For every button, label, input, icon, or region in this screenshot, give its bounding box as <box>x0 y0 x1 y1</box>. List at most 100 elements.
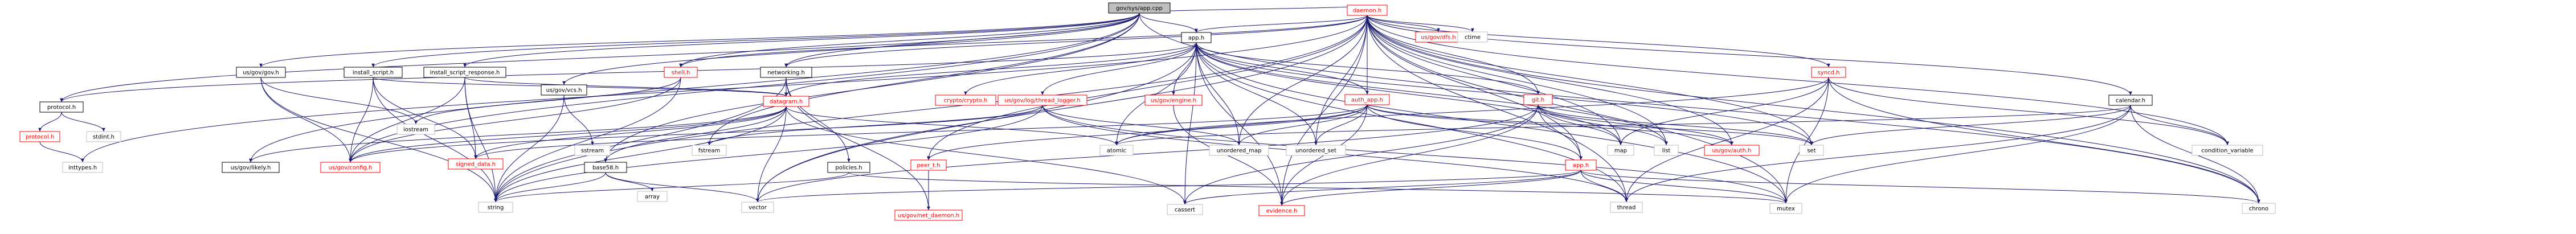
edge-daemon-to-shell <box>679 15 1368 68</box>
edge-auth_app-to-set <box>1367 104 1813 146</box>
node-datagram[interactable]: datagram.h <box>763 96 809 107</box>
node-install-script-resp[interactable]: install_script_response.h <box>423 67 506 78</box>
node-label: inttypes.h <box>68 165 97 171</box>
node-atomic: atomic <box>1099 145 1134 156</box>
edge-datagram-to-base58 <box>604 106 787 163</box>
edge-usgov-to-string <box>260 77 497 203</box>
node-label: auth_app.h <box>1351 97 1383 104</box>
edge-app2-to-vector <box>756 170 1581 203</box>
edge-daemon-to-ctime <box>1367 15 1474 32</box>
edge-app_h-to-datagram <box>784 42 1197 97</box>
edge-app2-to-evidence <box>1280 170 1581 206</box>
node-install-script[interactable]: install_script.h <box>344 67 403 78</box>
node-base58[interactable]: base58.h <box>584 162 627 173</box>
node-protocol[interactable]: protocol.h <box>39 101 84 113</box>
edge-app_h-to-vector <box>756 42 1197 203</box>
node-auth-app[interactable]: auth_app.h <box>1344 94 1390 105</box>
node-label: unordered_set <box>1295 148 1336 154</box>
node-syncd[interactable]: syncd.h <box>1811 67 1846 78</box>
node-label: iostream <box>403 127 428 133</box>
node-net-daemon[interactable]: us/gov/net_daemon.h <box>894 210 963 221</box>
edge-vcs-to-sstream <box>563 95 594 146</box>
edge-root-to-app_h <box>1139 13 1198 33</box>
node-label: mutex <box>1777 206 1795 212</box>
node-evidence[interactable]: evidence.h <box>1258 205 1305 216</box>
edge-syncd-to-map <box>1619 77 1829 146</box>
edge-root-to-daemon <box>1139 5 1369 14</box>
node-label: shell.h <box>672 70 690 76</box>
edge-base58-to-string <box>494 172 606 203</box>
node-label: string <box>488 205 504 211</box>
edge-usgov-to-iostream <box>260 77 418 125</box>
edge-app_h-to-engine <box>1172 42 1197 96</box>
edge-root-to-fstream <box>708 13 1140 146</box>
node-label: git.h <box>1532 97 1545 104</box>
node-crypto[interactable]: crypto/crypto.h <box>935 95 996 106</box>
edge-daemon-to-list <box>1367 15 1668 146</box>
node-set: set <box>1799 145 1824 156</box>
edge-git-to-list <box>1538 104 1668 146</box>
node-peer-t[interactable]: peer_t.h <box>910 159 947 171</box>
node-daemon[interactable]: daemon.h <box>1347 5 1388 16</box>
node-label: us/gov/net_daemon.h <box>898 213 959 219</box>
edge-calendar-to-set <box>1810 105 2131 146</box>
edge-install_script_resp-to-datagram <box>464 77 788 97</box>
edge-calendar-to-mutex <box>1784 105 2131 204</box>
node-unordered-set: unordered_set <box>1286 145 1346 156</box>
edge-shell-to-config <box>349 77 681 163</box>
edge-syncd-to-condvar <box>1828 77 2229 146</box>
node-label: us/gov/gov.h <box>243 70 279 76</box>
edge-auth_app-to-app2 <box>1367 104 1583 161</box>
edge-app_h-to-unordered_set <box>1196 42 1318 146</box>
node-label: fstream <box>698 148 721 154</box>
node-label: protocol.h <box>26 134 54 141</box>
edge-policies-to-mutex <box>848 172 1788 204</box>
edge-usgov-to-config <box>260 77 352 163</box>
edge-datagram-to-likely <box>249 106 787 163</box>
edge-daemon-to-calendar <box>1367 15 2132 96</box>
node-dfs[interactable]: us/gov/dfs.h <box>1415 31 1462 43</box>
edge-datagram-to-string <box>494 106 787 203</box>
node-label: calendar.h <box>2116 98 2145 104</box>
node-config[interactable]: us/gov/config.h <box>320 162 381 173</box>
node-usgov[interactable]: us/gov/gov.h <box>236 67 286 78</box>
edge-daemon-to-app_h <box>1195 15 1368 33</box>
node-policies[interactable]: policies.h <box>827 162 870 173</box>
node-vcs[interactable]: us/gov/vcs.h <box>541 84 587 96</box>
node-shell[interactable]: shell.h <box>664 67 698 78</box>
node-networking[interactable]: networking.h <box>760 67 812 78</box>
edge-app_h-to-crypto <box>964 42 1197 96</box>
edge-daemon-to-dfs <box>1367 15 1440 32</box>
node-calendar[interactable]: calendar.h <box>2108 95 2153 106</box>
node-signed-data[interactable]: signed_data.h <box>448 158 504 170</box>
edge-git-to-evidence <box>1280 104 1539 206</box>
node-protocolh2[interactable]: protocol.h <box>19 131 60 142</box>
node-app2[interactable]: app.h <box>1565 159 1597 171</box>
node-label: array <box>645 194 660 200</box>
node-app-h[interactable]: app.h <box>1181 32 1212 43</box>
node-label: map <box>1614 148 1627 154</box>
node-stdint: stdint.h <box>86 131 121 142</box>
node-label: ctime <box>1465 35 1481 41</box>
node-unordered-map: unordered_map <box>1209 145 1269 156</box>
node-label: signed_data.h <box>456 162 496 168</box>
node-root[interactable]: gov/sys/app.cpp <box>1108 2 1171 14</box>
edge-root-to-networking <box>784 13 1140 68</box>
node-auth[interactable]: us/gov/auth.h <box>1704 145 1760 156</box>
edge-protocol-to-protocolh2 <box>38 112 62 132</box>
edge-app2-to-cassert <box>1183 170 1581 205</box>
edge-base58-to-vector <box>605 172 759 203</box>
node-inttypes: inttypes.h <box>62 162 103 173</box>
node-likely[interactable]: us/gov/likely.h <box>222 162 280 173</box>
edge-syncd-to-atomic <box>1115 77 1829 146</box>
node-thread-logger[interactable]: us/gov/log/thread_logger.h <box>997 95 1087 106</box>
node-list: list <box>1654 145 1679 156</box>
node-label: cassert <box>1175 207 1195 214</box>
node-chrono: chrono <box>2242 203 2276 214</box>
edge-datagram-to-atomic <box>786 106 1118 146</box>
node-map: map <box>1607 145 1634 156</box>
node-git[interactable]: git.h <box>1523 94 1553 105</box>
edge-install_script_resp-to-string <box>464 77 497 203</box>
edge-root-to-shell <box>679 13 1140 68</box>
node-engine[interactable]: us/gov/engine.h <box>1144 95 1203 106</box>
